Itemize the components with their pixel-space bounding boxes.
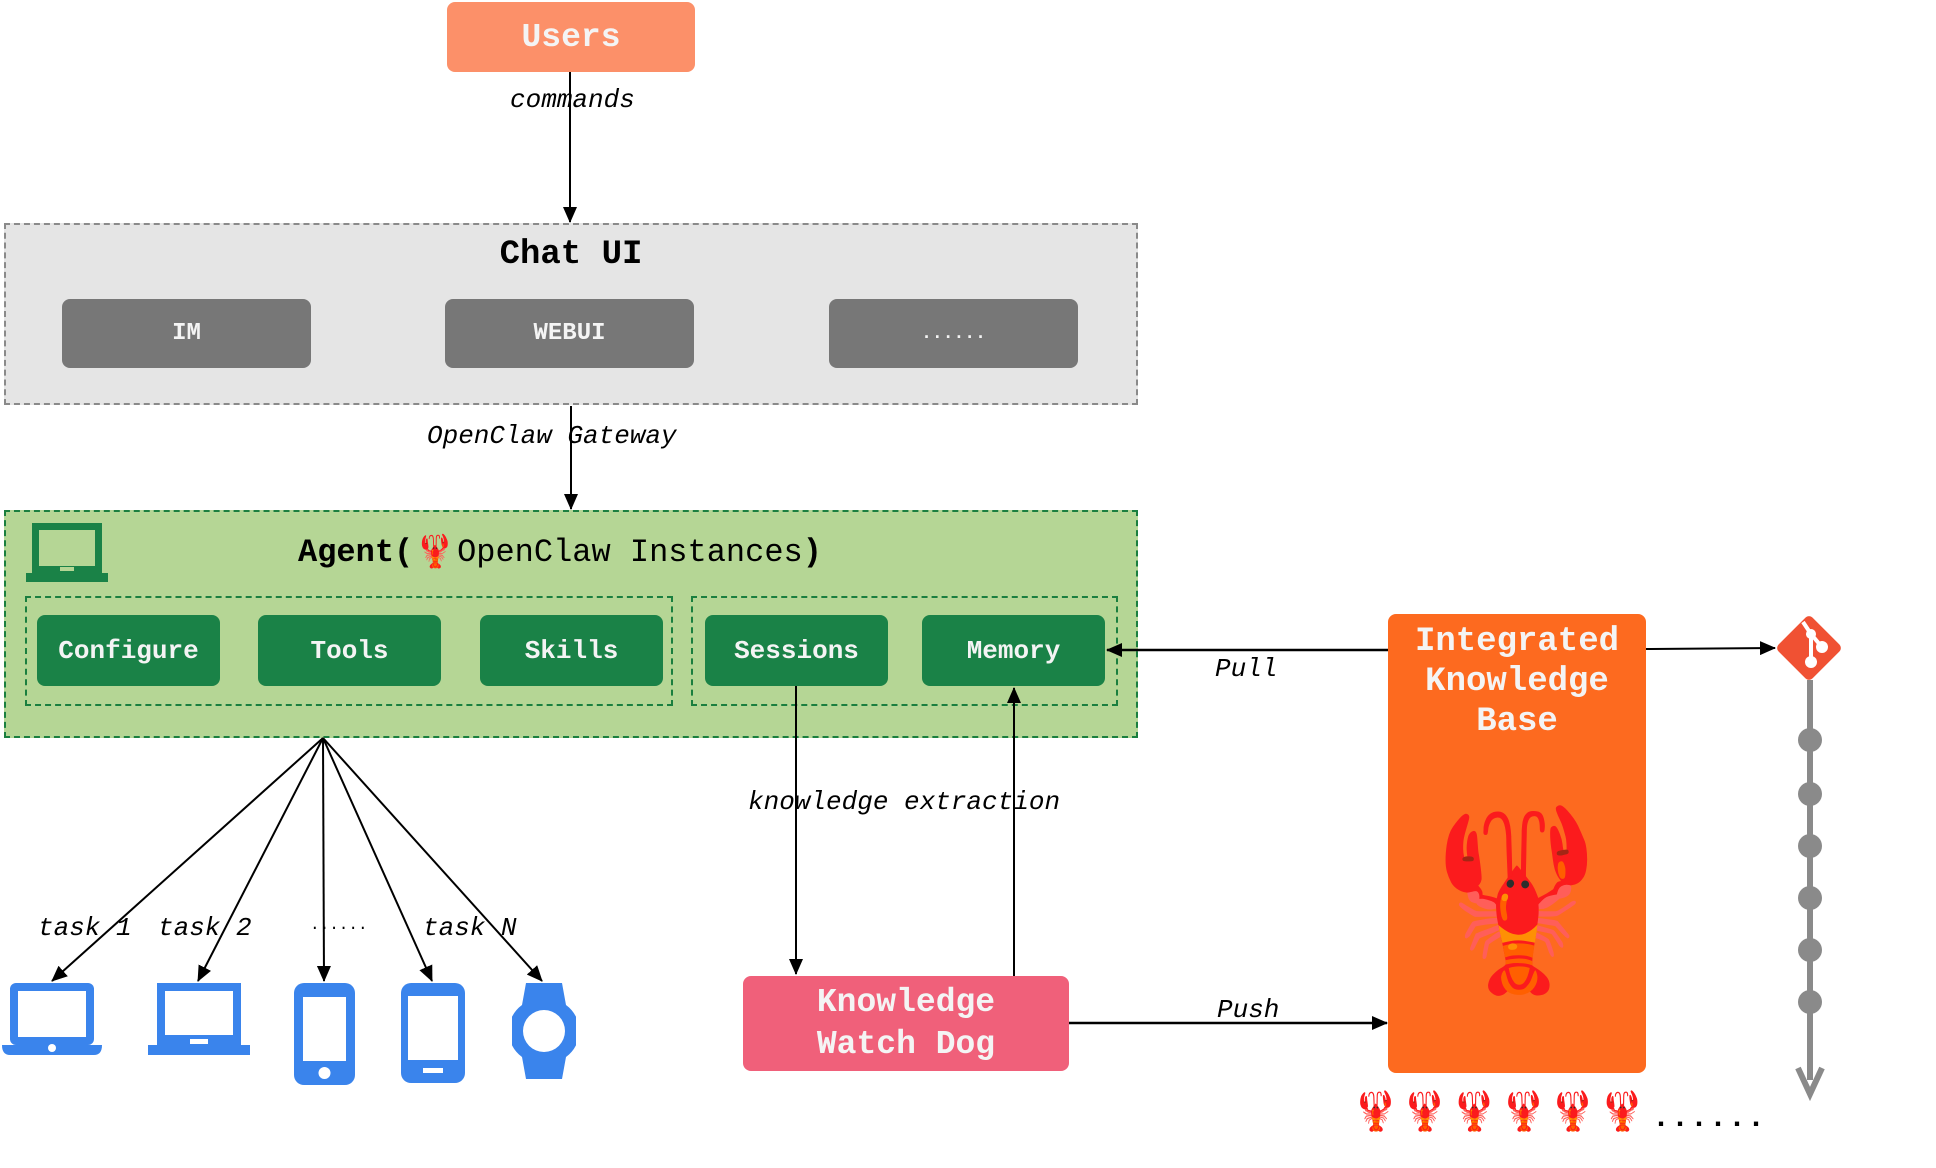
kb-title-line2: Knowledge <box>1425 663 1609 701</box>
edge-label-push: Push <box>1217 995 1280 1025</box>
edge-label-gateway: OpenClaw Gateway <box>427 421 677 451</box>
more-ellipsis: ...... <box>1651 1102 1766 1136</box>
smartwatch-icon <box>512 983 576 1079</box>
configure-label: Configure <box>58 635 199 666</box>
lobster-instances-row: 🦞 🦞 🦞 🦞 🦞 🦞 ...... <box>1352 1090 1766 1136</box>
edge-label-pull: Pull <box>1215 654 1278 684</box>
edge-task-2 <box>197 737 324 982</box>
tools-label: Tools <box>310 635 389 666</box>
laptop-icon <box>26 523 108 582</box>
knowledge-watchdog-node[interactable]: Knowledge Watch Dog <box>743 976 1069 1071</box>
commit-dot <box>1798 782 1822 806</box>
sessions-button[interactable]: Sessions <box>705 615 888 686</box>
memory-button[interactable]: Memory <box>922 615 1105 686</box>
kb-title: Integrated Knowledge Base <box>1388 622 1646 742</box>
agent-title-bold: Agent( <box>298 533 414 571</box>
chat-item-webui[interactable]: WEBUI <box>445 299 694 368</box>
chat-item-label: ...... <box>921 323 986 344</box>
tools-button[interactable]: Tools <box>258 615 441 686</box>
lobster-icon: 🦞 <box>1549 1093 1599 1136</box>
timeline-arrow-icon <box>1795 1066 1825 1102</box>
lobster-icon: 🦞 <box>1352 1093 1402 1136</box>
git-icon <box>1777 616 1841 680</box>
laptop-icon <box>148 983 250 1055</box>
git-timeline <box>1795 680 1825 1102</box>
kb-title-line1: Integrated <box>1414 623 1620 661</box>
integrated-knowledge-base[interactable]: Integrated Knowledge Base 🦞 <box>1388 614 1646 1073</box>
lobster-icon: 🦞 <box>1598 1093 1648 1136</box>
lobster-icon: 🦞 <box>1401 1093 1451 1136</box>
tablet-icon <box>401 983 465 1083</box>
agent-title-close: ) <box>802 533 822 571</box>
edge-label-commands: commands <box>510 85 635 115</box>
kb-title-line3: Base <box>1476 703 1558 741</box>
commit-dot <box>1798 728 1822 752</box>
edge-task-more <box>316 737 331 982</box>
chat-item-more[interactable]: ...... <box>829 299 1078 368</box>
agent-title-rest: OpenClaw Instances <box>457 533 803 571</box>
users-label: Users <box>521 18 621 56</box>
lobster-icon: 🦞 <box>1499 1093 1550 1136</box>
watchdog-line2: Watch Dog <box>816 1025 996 1063</box>
skills-label: Skills <box>524 635 619 666</box>
agent-title: Agent( 🦞 OpenClaw Instances ) <box>298 532 822 573</box>
lobster-icon: 🦞 <box>1450 1093 1500 1136</box>
edge-task-4 <box>322 737 433 982</box>
users-node[interactable]: Users <box>447 2 695 72</box>
edge-task-1 <box>51 737 324 982</box>
lobster-icon: 🦞 <box>1408 814 1626 1013</box>
smartphone-icon <box>294 983 355 1085</box>
skills-button[interactable]: Skills <box>480 615 663 686</box>
chat-item-im[interactable]: IM <box>62 299 311 368</box>
chat-ui-title: Chat UI <box>499 236 643 274</box>
edge-label-knowledge-extraction: knowledge extraction <box>748 787 1061 817</box>
edge-kb-git <box>1645 641 1776 656</box>
lobster-icon: 🦞 <box>415 535 456 572</box>
chat-item-label: IM <box>172 320 201 347</box>
commit-dot <box>1798 886 1822 910</box>
commit-dot <box>1798 990 1822 1014</box>
configure-button[interactable]: Configure <box>37 615 220 686</box>
edge-task-n <box>322 737 543 982</box>
sessions-label: Sessions <box>734 635 859 666</box>
commit-dot <box>1798 834 1822 858</box>
memory-label: Memory <box>966 635 1061 666</box>
edge-label-task-1: task 1 <box>38 913 132 943</box>
edge-label-task-n: task N <box>423 913 517 943</box>
config-group <box>25 596 673 706</box>
chat-item-label: WEBUI <box>533 320 606 347</box>
watchdog-line1: Knowledge <box>816 983 996 1021</box>
laptop-icon <box>2 983 102 1055</box>
edge-label-task-2: task 2 <box>158 913 252 943</box>
commit-dot <box>1798 938 1822 962</box>
